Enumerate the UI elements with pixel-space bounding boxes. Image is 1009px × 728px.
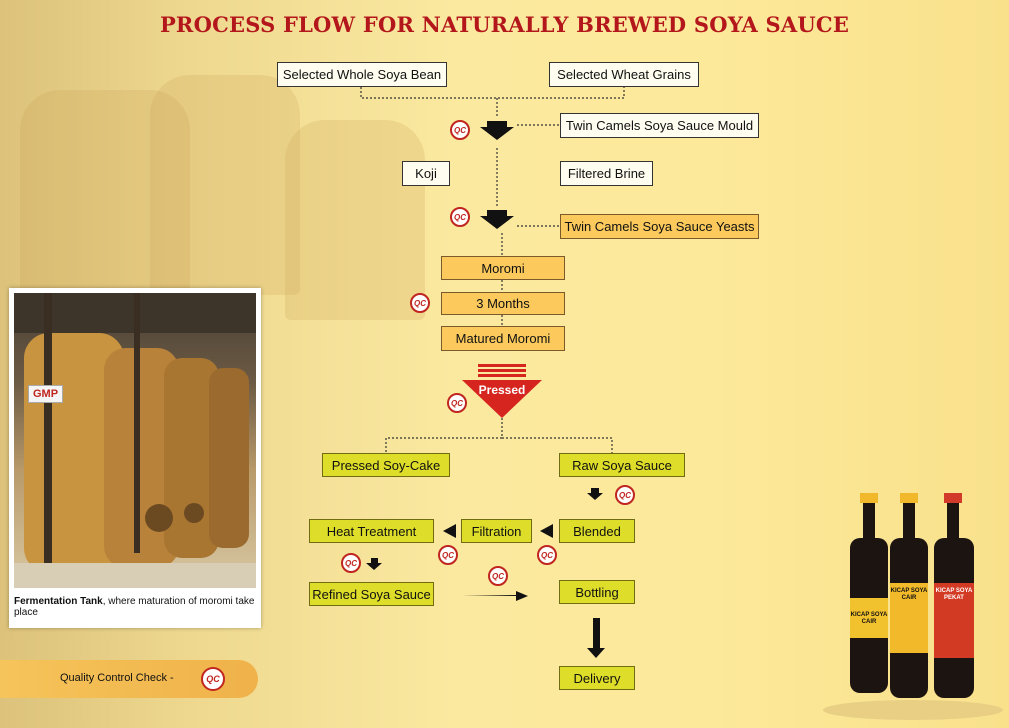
bottle-2-label: KICAP SOYA CAIR <box>890 588 928 601</box>
qc-icon: QC <box>341 553 361 573</box>
background-tank <box>20 90 190 300</box>
step-matured-moromi: Matured Moromi <box>441 326 565 351</box>
step-3-months: 3 Months <box>441 292 565 315</box>
qc-icon: QC <box>537 545 557 565</box>
tank-illustration <box>14 293 256 588</box>
step-refined-soya-sauce: Refined Soya Sauce <box>309 582 434 606</box>
page-title: PROCESS FLOW FOR NATURALLY BREWED SOYA S… <box>159 12 850 37</box>
bottle-3 <box>934 493 974 698</box>
step-blended: Blended <box>559 519 635 543</box>
qc-icon: QC <box>450 120 470 140</box>
caption-rest: , where maturation of moromi take place <box>14 596 255 618</box>
qc-icon: QC <box>488 566 508 586</box>
qc-icon: QC <box>438 545 458 565</box>
pressed-funnel-icon <box>462 364 542 418</box>
fermentation-tank-photo: GMP Fermentation Tank, where maturation … <box>9 288 261 628</box>
bottle-1-label: KICAP SOYA CAIR <box>850 612 888 625</box>
qc-icon: QC <box>615 485 635 505</box>
pressed-label: Pressed <box>478 383 526 397</box>
step-moromi: Moromi <box>441 256 565 280</box>
qc-icon: QC <box>447 393 467 413</box>
product-bottles: KICAP SOYA CAIR KICAP SOYA CAIR KICAP SO… <box>818 488 1008 723</box>
gmp-sign: GMP <box>28 385 64 403</box>
step-filtration: Filtration <box>461 519 532 543</box>
photo-caption: Fermentation Tank, where maturation of m… <box>14 596 259 618</box>
fermentation-tank-image: GMP <box>14 293 256 588</box>
legend-label: Quality Control Check - <box>60 672 174 684</box>
step-mould: Twin Camels Soya Sauce Mould <box>560 113 759 138</box>
step-soya-bean: Selected Whole Soya Bean <box>277 62 447 87</box>
qc-icon: QC <box>410 293 430 313</box>
step-koji: Koji <box>402 161 450 186</box>
step-pressed-soy-cake: Pressed Soy-Cake <box>322 453 450 477</box>
qc-icon: QC <box>450 207 470 227</box>
bottle-1 <box>850 493 888 693</box>
step-filtered-brine: Filtered Brine <box>560 161 653 186</box>
step-heat-treatment: Heat Treatment <box>309 519 434 543</box>
caption-bold: Fermentation Tank <box>14 596 103 607</box>
step-bottling: Bottling <box>559 580 635 604</box>
step-wheat-grains: Selected Wheat Grains <box>549 62 699 87</box>
bottle-2 <box>890 493 928 698</box>
bottle-3-label: KICAP SOYA PEKAT <box>935 588 973 601</box>
step-raw-soya-sauce: Raw Soya Sauce <box>559 453 685 477</box>
bottles-illustration <box>823 493 1003 720</box>
background-tank <box>285 120 425 320</box>
step-delivery: Delivery <box>559 666 635 690</box>
qc-icon: QC <box>201 667 225 691</box>
background-tank <box>150 75 300 295</box>
step-yeasts: Twin Camels Soya Sauce Yeasts <box>560 214 759 239</box>
qc-legend: Quality Control Check - QC <box>0 660 258 698</box>
